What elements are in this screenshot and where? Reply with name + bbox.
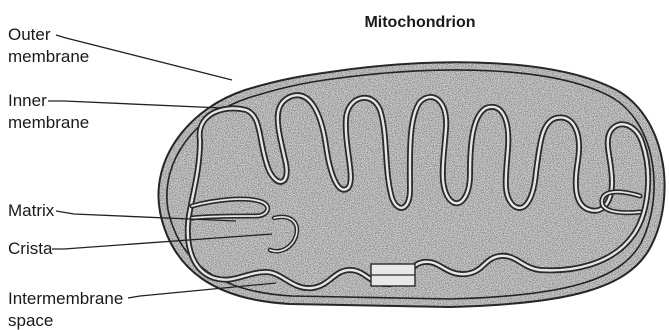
leader-inner-membrane <box>48 101 222 108</box>
label-intermembrane-space-line1: Intermembrane <box>8 289 123 308</box>
label-intermembrane-space-line2: space <box>8 311 53 330</box>
mitochondrion <box>150 55 669 310</box>
label-inner-membrane-line1: Inner <box>8 91 47 110</box>
label-outer-membrane-line1: Outer <box>8 25 51 44</box>
label-outer-membrane: Outer membrane <box>8 25 89 66</box>
label-inner-membrane: Inner membrane <box>8 91 89 132</box>
diagram-title: Mitochondrion <box>364 14 475 31</box>
label-matrix: Matrix <box>8 201 55 220</box>
label-inner-membrane-line2: membrane <box>8 113 89 132</box>
label-outer-membrane-line2: membrane <box>8 47 89 66</box>
label-intermembrane-space: Intermembrane space <box>8 289 123 330</box>
label-crista: Crista <box>8 239 53 258</box>
